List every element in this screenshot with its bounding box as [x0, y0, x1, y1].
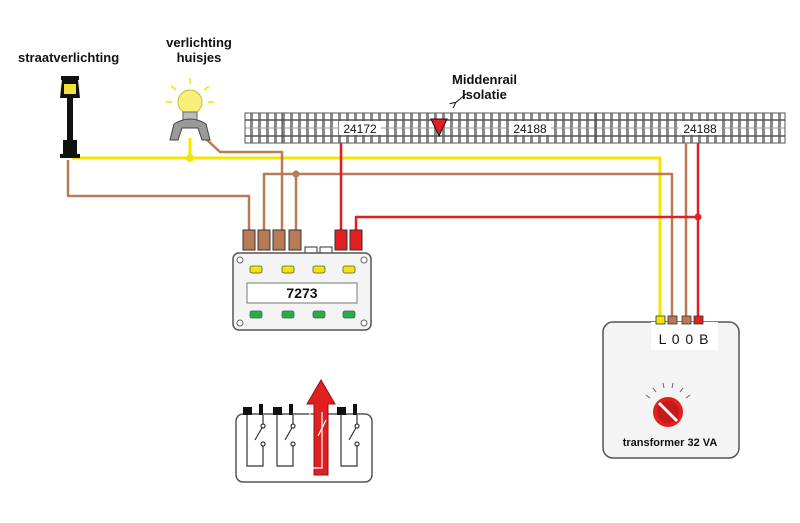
isolation-pointer-arrow: [455, 93, 467, 103]
street-lighting-label: straatverlichting: [18, 50, 120, 65]
middle-rail-label: Middenrail Isolatie: [452, 72, 517, 102]
decoder-terminals: [242, 229, 363, 256]
transformer-terminal-labels: L 0 0 B: [659, 331, 710, 347]
middle-rail-label-line1: Middenrail: [452, 72, 518, 87]
track-segment-label: 24188: [513, 122, 547, 136]
screw-icon: [236, 256, 244, 264]
schematic-housing: [235, 413, 373, 483]
red-wire: [354, 215, 698, 232]
track-segment-label: 24188: [683, 122, 717, 136]
brown-wire: [204, 137, 284, 232]
transformer: L 0 0 B transformer 32 VA: [602, 315, 740, 459]
transformer-name-label: transformer 32 VA: [623, 437, 718, 449]
track-label-bg: [339, 121, 381, 135]
middle-rail-label-line2: Isolatie: [462, 87, 507, 102]
yellow-wire: [72, 156, 662, 322]
track-outline: [244, 112, 786, 144]
house-lighting-label-line2: huisjes: [176, 50, 222, 65]
decoder-green-sockets: [249, 310, 356, 319]
house-lighting-label: verlichting huisjes: [160, 35, 238, 65]
brown-wire: [66, 160, 251, 232]
decoder-label-panel: [246, 282, 358, 304]
red-junction: [694, 213, 702, 221]
transformer-terminal-panel: [651, 322, 718, 350]
decoder-yellow-sockets: [249, 265, 356, 274]
yellow-junction: [186, 154, 194, 162]
decoder-model-label: 7273: [286, 285, 317, 301]
track: 24172 24188 24188: [244, 93, 786, 144]
street-lamp-icon: [60, 76, 80, 158]
screw-icon: [236, 319, 244, 327]
house-light-bulb-icon: [166, 78, 214, 141]
transformer-terminals: [655, 315, 704, 325]
isolation-marker-icon: [430, 118, 448, 138]
transformer-dial-icon: [645, 382, 691, 427]
screw-icon: [360, 256, 368, 264]
current-flow-arrow-icon: [306, 379, 336, 476]
brown-junction: [292, 170, 300, 178]
screw-icon: [360, 319, 368, 327]
decoder-module: 7273: [232, 229, 372, 331]
track-label-bg: [679, 121, 721, 135]
track-segment-label: 24172: [343, 122, 377, 136]
circuit-schematic: [235, 379, 373, 483]
track-label-bg: [509, 121, 551, 135]
wires: [66, 137, 702, 322]
brown-wire: [262, 172, 674, 322]
house-lighting-label-line1: verlichting: [166, 35, 232, 50]
schematic-switches: [246, 415, 360, 467]
